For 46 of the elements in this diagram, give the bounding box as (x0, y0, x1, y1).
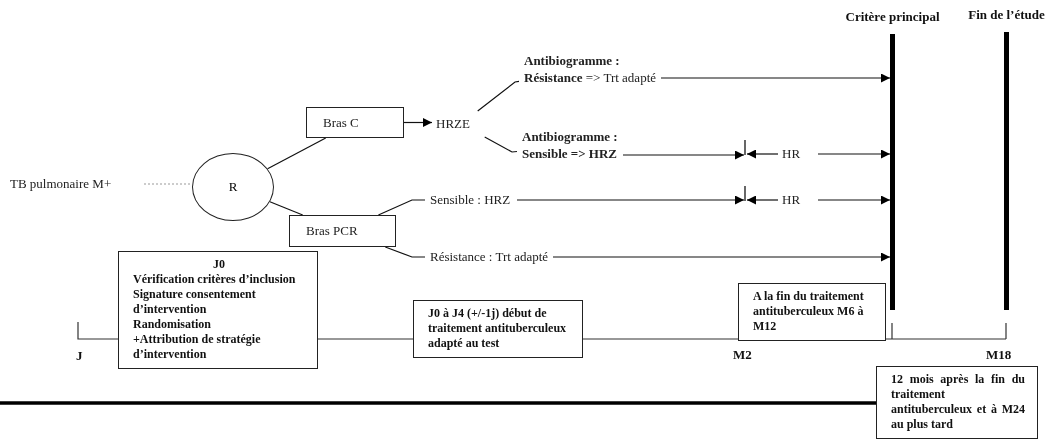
timepoint-label: M18 (986, 347, 1012, 363)
treatment-label: Antibiogramme : (522, 128, 618, 145)
arrow (817, 195, 891, 205)
arm-box: Bras C (306, 107, 404, 138)
timeline-note (118, 251, 318, 369)
timepoint-label: M2 (733, 347, 752, 363)
connector-line (269, 201, 304, 216)
milestone-label: Fin de l’étude (968, 7, 1045, 23)
note-text: J0 (212, 257, 226, 272)
arrow (660, 73, 891, 83)
timepoint-label: J (76, 348, 83, 364)
connector-line (143, 183, 193, 185)
arm-box: Bras PCR (289, 215, 396, 247)
treatment-label: TB pulmonaire M+ (10, 175, 140, 192)
arrow (516, 195, 745, 205)
milestone-label: Critère principal (845, 9, 940, 25)
treatment-label: Sensible => HRZ (522, 145, 618, 162)
note-text: 12 mois après la fin du traitement antituberculeux et à M24 au plus tard (891, 372, 1025, 432)
note-text: Signature consentement d’intervention (133, 287, 257, 317)
randomisation-ellipse: R (192, 153, 274, 221)
note-text: Vérification critères d’inclusion (133, 272, 297, 287)
arrow (746, 195, 779, 205)
connector-line (267, 137, 327, 170)
arrow (746, 149, 779, 159)
treatment-label: Résistance => Trt adapté (524, 69, 656, 86)
note-text: J0 à J4 (+/-1j) début de traitement antituberculeux adapté au test (428, 306, 568, 351)
treatment-label: Antibiogramme : (524, 52, 621, 69)
connector-line (377, 199, 426, 216)
note-text: A la fin du traitement antituberculeux M6 à M12 (753, 289, 865, 334)
treatment-label: HR (782, 191, 814, 208)
note-text: Randomisation (133, 317, 213, 332)
arrow (403, 118, 433, 127)
timeline-note (876, 366, 1038, 439)
connector-line (477, 80, 520, 112)
arrow (817, 149, 891, 159)
timeline-note (413, 300, 583, 358)
treatment-label: Résistance : Trt adapté (430, 248, 548, 265)
arrow (552, 252, 891, 262)
arrow (622, 150, 745, 160)
treatment-label: HRZE (436, 115, 486, 132)
treatment-label: Sensible : HRZ (430, 191, 512, 208)
treatment-label: HR (782, 145, 814, 162)
timeline-note (738, 283, 886, 341)
connector-line (384, 246, 426, 258)
note-text: +Attribution de stratégie d’intervention (133, 332, 262, 362)
connector-line (484, 136, 518, 153)
